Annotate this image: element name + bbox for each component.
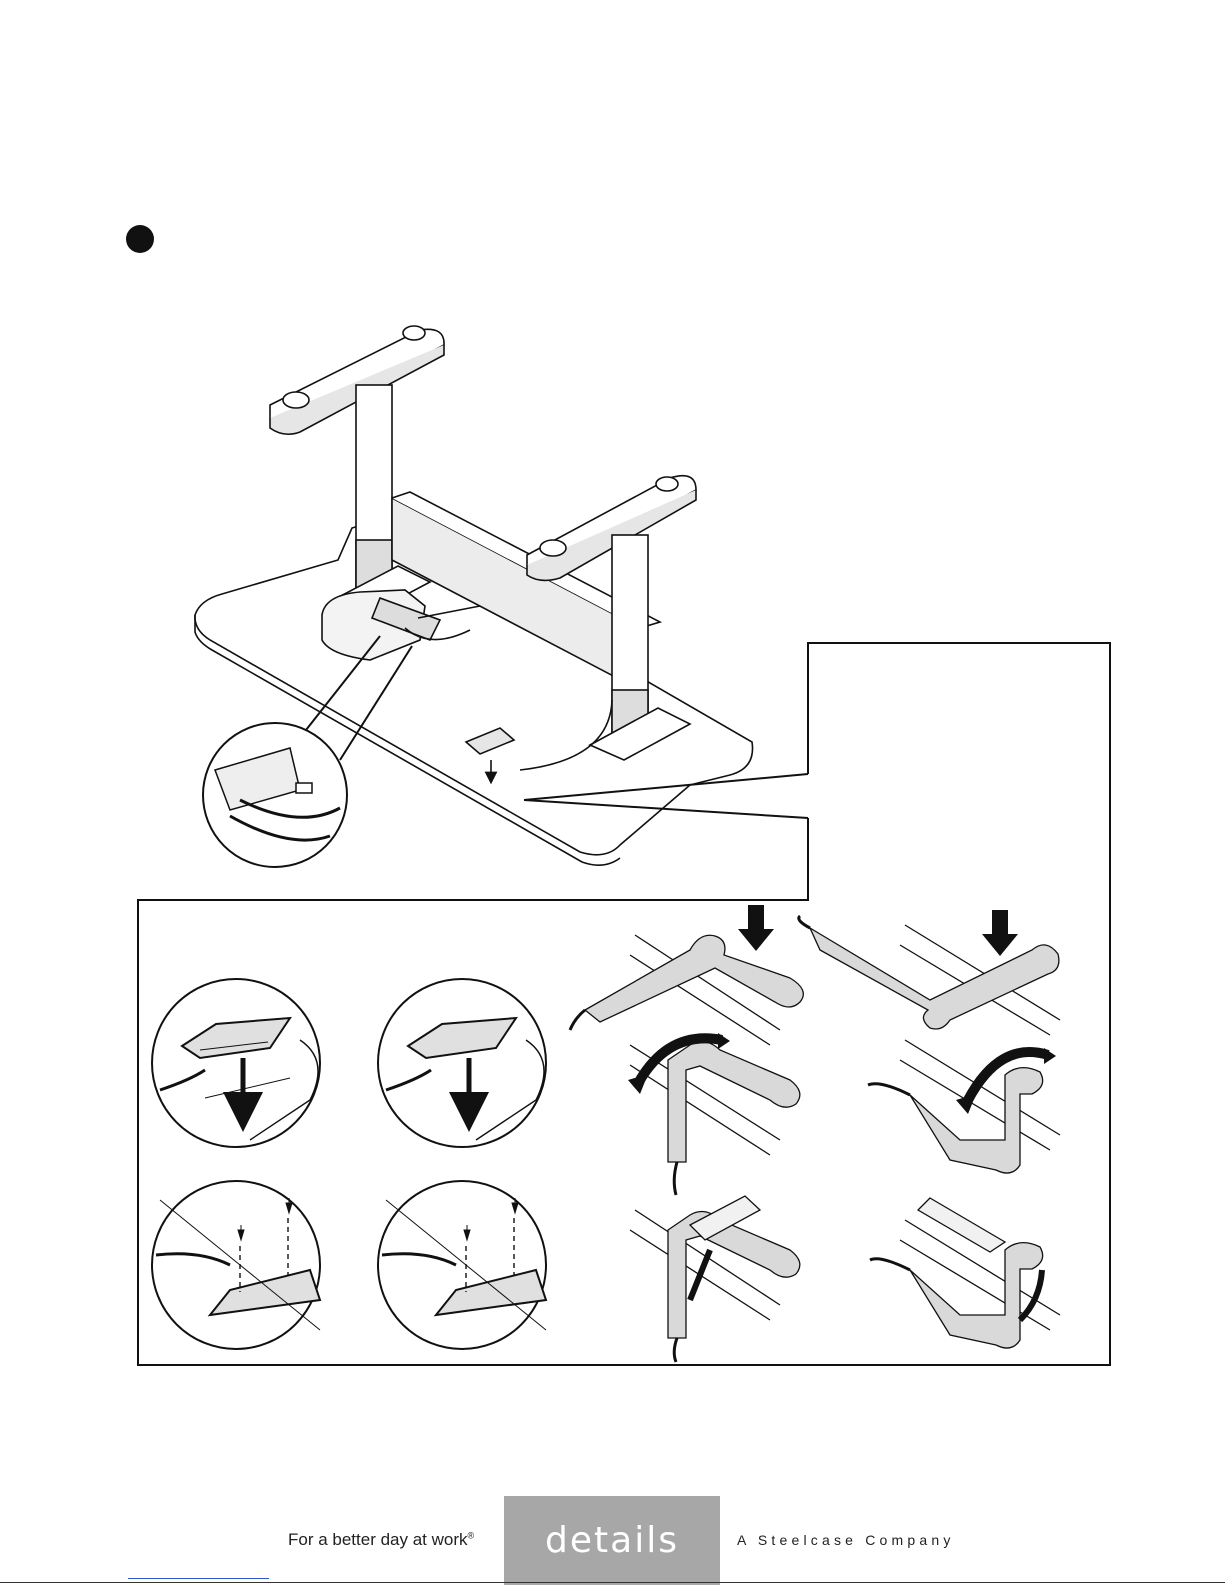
footer-tagline: For a better day at work® [288,1530,474,1550]
down-arrow-icon [738,905,1018,956]
details-logo: details [504,1496,720,1585]
bottom-rule [0,1582,1225,1583]
handset-mount-step [152,979,546,1349]
registered-mark: ® [468,1530,475,1540]
label-application-steps [570,916,1060,1362]
logo-text: details [545,1520,679,1561]
footer-link-underline [128,1578,269,1579]
company-line: A Steelcase Company [737,1532,955,1548]
